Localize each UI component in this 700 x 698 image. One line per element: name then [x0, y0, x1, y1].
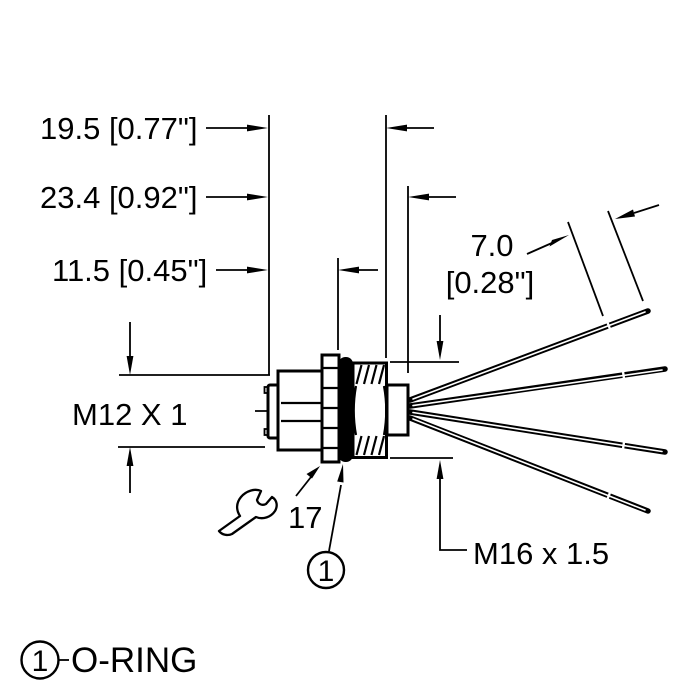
dimension-11-5	[216, 266, 378, 274]
legend-item-label: O-RING	[71, 641, 197, 680]
hex-nut	[320, 353, 341, 464]
wires	[407, 308, 668, 514]
cable-exit	[385, 383, 410, 437]
legend: 1 O-RING	[20, 640, 197, 680]
wire	[407, 366, 668, 409]
dim-strip-mm-label: 7.0	[470, 228, 513, 263]
dimension-23-4	[206, 193, 456, 201]
balloon-1-marker: 1	[306, 464, 346, 590]
dim-23-4-label: 23.4 [0.92"]	[40, 180, 198, 215]
balloon-1-number: 1	[318, 555, 335, 588]
dim-strip-in-label: [0.28"]	[446, 265, 535, 300]
thread-hatch	[355, 364, 386, 456]
thread-front-label: M12 X 1	[72, 397, 187, 432]
dimension-m12	[118, 322, 270, 493]
wire	[407, 415, 651, 514]
dim-19-5-label: 19.5 [0.77"]	[40, 111, 198, 146]
wrench-size-callout	[217, 466, 320, 537]
dimension-m16	[390, 315, 467, 551]
wrench-size-label: 17	[288, 500, 322, 535]
wire	[407, 409, 668, 455]
thread-mount-label: M16 x 1.5	[473, 536, 609, 571]
wire	[407, 308, 651, 403]
legend-balloon-1-number: 1	[32, 645, 49, 678]
dimension-strip-length	[526, 204, 660, 255]
dimension-19-5	[206, 124, 434, 132]
o-ring	[338, 357, 353, 462]
extension-lines	[268, 115, 644, 375]
connector	[263, 353, 410, 464]
m16-thread-section	[351, 361, 388, 459]
connector-body	[276, 369, 325, 452]
wrench-icon	[217, 488, 278, 537]
dim-11-5-label: 11.5 [0.45"]	[52, 253, 207, 288]
